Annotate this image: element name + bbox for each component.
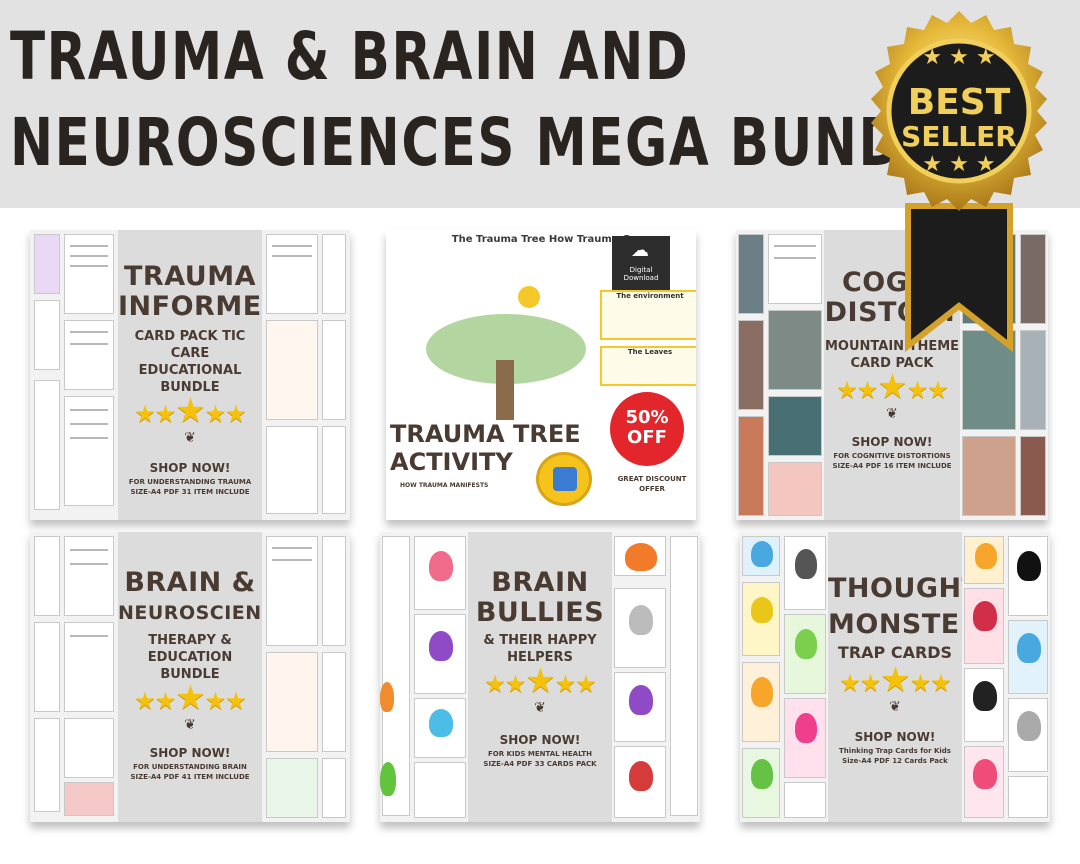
card-center: BRAIN BULLIES & THEIR HAPPY HELPERS ★★★★… — [468, 532, 612, 822]
ornament-icon: ❦ — [184, 717, 196, 733]
card-subtitle-2: HELPERS — [507, 650, 573, 665]
card-title-2: BULLIES — [475, 597, 605, 628]
svg-text:★ ★ ★: ★ ★ ★ — [922, 45, 995, 70]
thumbs-up-icon — [536, 452, 592, 506]
off-percent: 50% — [625, 407, 669, 428]
rating-stars: ★★★★★ — [484, 661, 597, 701]
card-detail-2: Size-A4 PDF 12 Cards Pack — [842, 757, 948, 765]
shop-now-label: SHOP NOW! — [499, 733, 581, 747]
title-line-2: NEUROSCIENCES MEGA BUNDLE — [10, 104, 974, 181]
card-subtitle-1: CARD PACK TIC CARE — [134, 329, 246, 361]
preview-pages-right — [262, 532, 350, 822]
tree-trunk — [496, 360, 514, 420]
discount-text: GREAT DISCOUNT OFFER — [602, 474, 696, 494]
preview-pages-left — [740, 532, 828, 822]
card-title-2: INFORMED — [118, 291, 285, 322]
card-subtitle-1: & THEIR HAPPY — [483, 633, 597, 648]
discount-line-1: GREAT DISCOUNT — [617, 475, 687, 483]
download-line-2: Download — [623, 274, 659, 282]
preview-pages-left — [380, 532, 468, 822]
sun-icon — [518, 286, 540, 308]
card-subtitle-1: TRAP CARDS — [837, 643, 953, 662]
card-center: COGNI DISTORT MOUNTAIN THEME CARD PACK ★… — [824, 230, 960, 520]
card-subtitle-2: EDUCATION — [147, 650, 233, 665]
off-label: OFF — [627, 427, 667, 448]
card-center: THOUGHT MONSTER TRAP CARDS ★★★★★ ❦ SHOP … — [828, 532, 982, 822]
tree-title-1: TRAUMA TREE — [390, 420, 581, 448]
page-title: TRAUMA & BRAIN AND NEUROSCIENCES MEGA BU… — [10, 14, 974, 186]
ornament-icon: ❦ — [534, 700, 546, 716]
card-subtitle-3: BUNDLE — [160, 667, 220, 682]
preview-pages-right — [612, 532, 700, 822]
rating-stars: ★★★★★ — [134, 391, 247, 431]
badge-line-2: SELLER — [901, 120, 1017, 153]
digital-download-tag: ☁ Digital Download — [612, 236, 670, 290]
rating-stars: ★★★★★ — [839, 660, 952, 700]
card-detail-1: Thinking Trap Cards for Kids — [839, 747, 951, 755]
ornament-icon: ❦ — [886, 406, 898, 422]
shop-now-label: SHOP NOW! — [851, 435, 933, 449]
discount-circle: 50% OFF — [610, 392, 684, 466]
shop-now-label: SHOP NOW! — [854, 730, 936, 744]
best-seller-badge: ★ ★ ★ ★ ★ ★ BEST SELLER — [871, 11, 1047, 353]
cloud-download-icon: ☁ — [631, 240, 649, 261]
rating-stars: ★★★★★ — [134, 678, 247, 718]
rating-stars: ★★★★★ — [836, 367, 949, 407]
card-detail-1: FOR UNDERSTANDING BRAIN — [133, 763, 247, 771]
tree-subtitle: HOW TRAUMA MANIFESTS — [400, 482, 489, 489]
card-center: TRAUMA INFORMED CARD PACK TIC CARE EDUCA… — [118, 230, 285, 520]
shop-now-label: SHOP NOW! — [149, 746, 231, 760]
card-detail-1: FOR UNDERSTANDING TRAUMA — [128, 478, 252, 486]
product-card-brain-bullies[interactable]: BRAIN BULLIES & THEIR HAPPY HELPERS ★★★★… — [380, 532, 700, 822]
environment-box: The environment — [600, 290, 696, 340]
shop-now-label: SHOP NOW! — [149, 461, 231, 475]
card-title-1: TRAUMA — [124, 261, 256, 292]
tree-title-2: ACTIVITY — [390, 448, 513, 476]
card-subtitle-2: EDUCATIONAL — [138, 363, 242, 378]
product-card-trauma-informed[interactable]: TRAUMA INFORMED CARD PACK TIC CARE EDUCA… — [30, 230, 350, 520]
leaves-box: The Leaves — [600, 346, 696, 386]
leaves-title: The Leaves — [627, 348, 673, 356]
card-center: BRAIN & NEUROSCIENCE THERAPY & EDUCATION… — [118, 532, 290, 822]
card-detail-2: SIZE-A4 PDF 31 ITEM INCLUDE — [130, 488, 250, 496]
environment-title: The environment — [616, 292, 684, 300]
ornament-icon: ❦ — [889, 699, 901, 715]
tree-header-text: The Trauma Tree How Trauma G — [451, 234, 631, 245]
product-card-brain-neuroscience[interactable]: BRAIN & NEUROSCIENCE THERAPY & EDUCATION… — [30, 532, 350, 822]
card-detail-1: FOR COGNITIVE DISTORTIONS — [833, 452, 951, 460]
title-line-1: TRAUMA & BRAIN AND — [10, 18, 690, 95]
card-subtitle-1: THERAPY & — [148, 633, 232, 648]
badge-line-1: BEST — [908, 82, 1011, 123]
card-title-1: BRAIN — [491, 567, 589, 598]
preview-pages-right — [262, 230, 350, 520]
card-subtitle-1: MOUNTAIN THEME — [824, 339, 960, 354]
preview-pages-left — [30, 532, 118, 822]
card-title-1: THOUGHT — [828, 573, 981, 604]
download-line-1: Digital — [629, 266, 653, 274]
svg-text:★ ★ ★: ★ ★ ★ — [922, 152, 995, 177]
card-title-2: NEUROSCIENCE — [118, 602, 290, 624]
card-subtitle-2: CARD PACK — [850, 356, 934, 371]
preview-pages-right — [962, 532, 1050, 822]
product-card-thought-monster[interactable]: THOUGHT MONSTER TRAP CARDS ★★★★★ ❦ SHOP … — [740, 532, 1050, 822]
discount-line-2: OFFER — [639, 485, 665, 493]
card-title-1: BRAIN & — [124, 567, 256, 598]
card-detail-2: SIZE-A4 PDF 33 CARDS PACK — [483, 760, 597, 768]
card-detail-1: FOR KIDS MENTAL HEALTH — [487, 750, 593, 758]
product-card-trauma-tree[interactable]: The Trauma Tree How Trauma G ☁ Digital D… — [386, 230, 696, 520]
card-detail-2: SIZE-A4 PDF 41 ITEM INCLUDE — [130, 773, 250, 781]
ornament-icon: ❦ — [184, 430, 196, 446]
tree-title: TRAUMA TREE ACTIVITY — [386, 420, 581, 476]
card-subtitle-3: BUNDLE — [160, 380, 220, 395]
card-title-2: MONSTER — [828, 609, 982, 640]
preview-pages-left — [736, 230, 824, 520]
card-detail-2: SIZE-A4 PDF 16 ITEM INCLUDE — [832, 462, 952, 470]
preview-pages-left — [30, 230, 118, 520]
